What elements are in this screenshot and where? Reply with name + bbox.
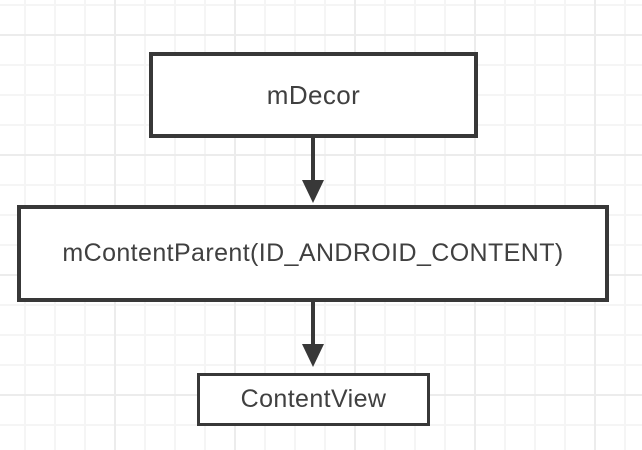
node-mdecor: mDecor bbox=[149, 52, 478, 138]
arrow-down-icon bbox=[302, 344, 324, 367]
arrow-connector-2-shaft bbox=[311, 302, 315, 346]
node-contentview: ContentView bbox=[197, 373, 430, 426]
arrow-connector-1-shaft bbox=[311, 138, 315, 182]
node-mdecor-label: mDecor bbox=[266, 79, 361, 110]
arrow-down-icon bbox=[302, 180, 324, 203]
node-mcontentparent-label: mContentParent(ID_ANDROID_CONTENT) bbox=[62, 239, 564, 267]
node-contentview-label: ContentView bbox=[240, 385, 387, 413]
node-mcontentparent: mContentParent(ID_ANDROID_CONTENT) bbox=[17, 205, 609, 302]
